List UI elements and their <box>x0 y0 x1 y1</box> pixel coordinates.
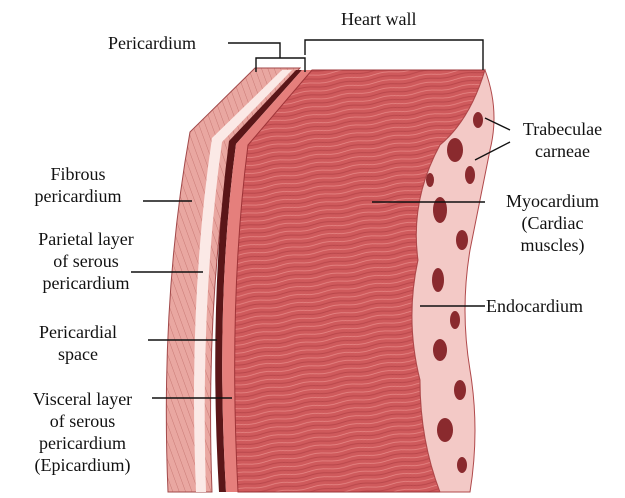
endocardium-label: Endocardium <box>486 295 583 317</box>
heart-wall-bracket <box>305 40 483 70</box>
pericardium-label: Pericardium <box>108 32 196 54</box>
heart-wall-label: Heart wall <box>341 8 416 30</box>
